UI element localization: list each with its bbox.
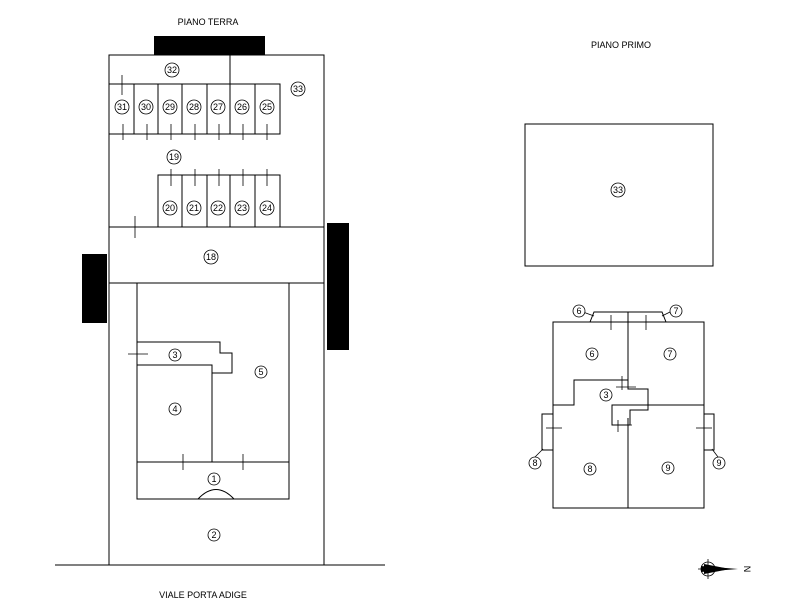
unit-label-33: 33 — [290, 81, 306, 97]
svg-text:30: 30 — [141, 102, 151, 112]
svg-text:9: 9 — [716, 458, 721, 468]
unit-label-21: 21 — [186, 200, 202, 216]
unit-label-19: 19 — [166, 149, 182, 165]
svg-text:32: 32 — [167, 65, 177, 75]
unit-label-5: 5 — [254, 365, 268, 379]
north-letter: N — [742, 566, 752, 573]
svg-text:18: 18 — [206, 252, 216, 262]
unit-label-24: 24 — [259, 200, 275, 216]
ff-unit-label-8: 8 — [583, 462, 597, 476]
north-building-block — [154, 36, 265, 55]
svg-text:6: 6 — [589, 349, 594, 359]
svg-text:33: 33 — [293, 84, 303, 94]
svg-text:24: 24 — [262, 203, 272, 213]
svg-text:2: 2 — [211, 530, 216, 540]
ff-unit-label-7: 7 — [663, 347, 677, 361]
svg-text:26: 26 — [237, 102, 247, 112]
first-floor-title: PIANO PRIMO — [591, 40, 651, 50]
unit-label-27: 27 — [210, 99, 226, 115]
svg-text:7: 7 — [667, 349, 672, 359]
svg-text:20: 20 — [165, 203, 175, 213]
svg-text:8: 8 — [532, 458, 537, 468]
unit-label-29: 29 — [162, 99, 178, 115]
unit-label-18: 18 — [203, 249, 219, 265]
west-building-block — [82, 254, 107, 323]
unit-label-4: 4 — [168, 402, 182, 416]
unit-label-25: 25 — [259, 99, 275, 115]
unit-label-20: 20 — [162, 200, 178, 216]
svg-text:3: 3 — [172, 350, 177, 360]
svg-text:5: 5 — [258, 367, 263, 377]
svg-text:3: 3 — [603, 390, 608, 400]
ff-tag-9: 9 — [712, 456, 726, 470]
svg-text:23: 23 — [237, 203, 247, 213]
street-label: VIALE PORTA ADIGE — [159, 590, 247, 600]
svg-text:31: 31 — [117, 102, 127, 112]
ff-tag-7: 7 — [669, 304, 683, 318]
ff-unit-label-33: 33 — [610, 182, 626, 198]
svg-text:33: 33 — [613, 185, 623, 195]
svg-text:21: 21 — [189, 203, 199, 213]
east-building-block — [327, 223, 349, 350]
ff-unit-label-9: 9 — [661, 461, 675, 475]
unit-label-26: 26 — [234, 99, 250, 115]
svg-text:25: 25 — [262, 102, 272, 112]
svg-text:27: 27 — [213, 102, 223, 112]
ground-floor-title: PIANO TERRA — [178, 17, 239, 27]
unit-label-28: 28 — [186, 99, 202, 115]
svg-text:4: 4 — [172, 404, 177, 414]
ff-unit-label-6: 6 — [585, 347, 599, 361]
svg-text:1: 1 — [211, 474, 216, 484]
lot-perimeter — [108, 54, 325, 566]
svg-text:19: 19 — [169, 152, 179, 162]
svg-text:9: 9 — [665, 463, 670, 473]
ff-tag-8: 8 — [528, 456, 542, 470]
svg-text:7: 7 — [673, 306, 678, 316]
first-floor-unit-33 — [524, 123, 714, 267]
unit-label-30: 30 — [138, 99, 154, 115]
unit-label-32: 32 — [164, 62, 180, 78]
ff-unit-label-3: 3 — [599, 388, 613, 402]
first-floor-plan — [524, 123, 719, 509]
svg-text:28: 28 — [189, 102, 199, 112]
north-arrow-icon: N — [698, 559, 752, 579]
ground-floor-plan — [55, 36, 385, 566]
unit-label-2: 2 — [207, 528, 221, 542]
svg-text:8: 8 — [587, 464, 592, 474]
svg-text:6: 6 — [576, 306, 581, 316]
svg-text:22: 22 — [213, 203, 223, 213]
unit-label-22: 22 — [210, 200, 226, 216]
unit-label-31: 31 — [114, 99, 130, 115]
svg-text:29: 29 — [165, 102, 175, 112]
ground-floor-labels: 32 33 31 30 29 28 27 26 25 19 20 21 22 2… — [114, 62, 306, 542]
unit-label-3: 3 — [168, 348, 182, 362]
ff-tag-6: 6 — [572, 304, 586, 318]
first-floor-labels: 33 6 7 6 7 3 8 8 9 9 — [528, 182, 726, 476]
unit-label-1: 1 — [207, 472, 221, 486]
unit-label-23: 23 — [234, 200, 250, 216]
